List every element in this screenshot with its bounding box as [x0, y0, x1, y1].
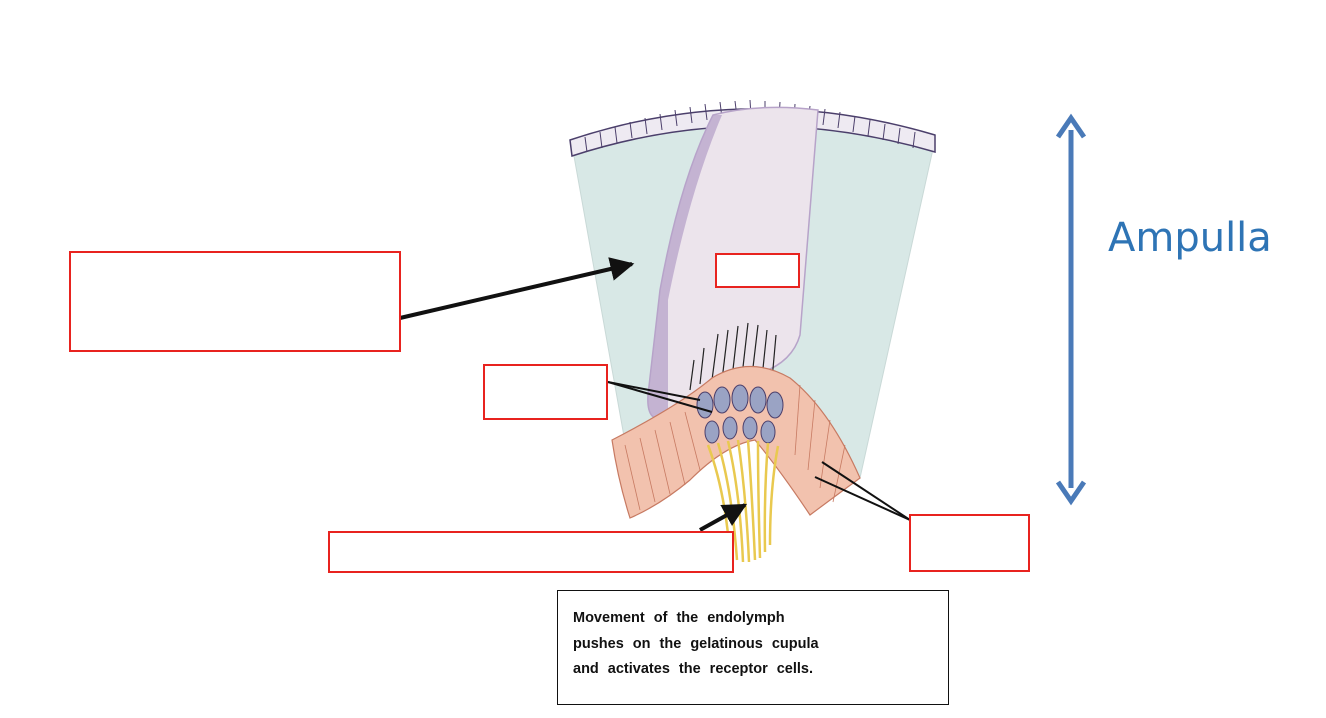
caption-line-3: and activates the receptor cells.: [573, 661, 814, 677]
label-box-supporting-cells[interactable]: [909, 514, 1030, 572]
label-box-nerve[interactable]: [328, 531, 734, 573]
nerve-pointer: [699, 503, 748, 532]
caption-line-2: pushes on the gelatinous cupula: [573, 635, 819, 652]
epithelium: [611, 365, 861, 519]
double-headed-vertical-arrow-icon: [1055, 113, 1087, 506]
wall-cells: [584, 99, 916, 153]
receptor-pointer-a: [607, 381, 701, 401]
cupula-pointer: [399, 257, 635, 320]
nerve-fibers: [706, 439, 780, 563]
epithelium-cells: [624, 384, 846, 511]
label-box-cupula-center[interactable]: [715, 253, 800, 288]
pointer-lines: [399, 257, 911, 532]
support-pointer-b: [814, 476, 911, 521]
label-box-hair-cells[interactable]: [483, 364, 608, 420]
cupula-edge: [647, 115, 722, 420]
receptor-pointer-b: [607, 381, 713, 413]
ampulla-label: Ampulla: [1108, 215, 1272, 261]
support-pointer-a: [821, 461, 911, 521]
caption-box: Movement of the endolymph pushes on the …: [557, 590, 949, 705]
caption-line-1: Movement of the endolymph: [573, 610, 785, 626]
label-box-cupula[interactable]: [69, 251, 401, 352]
